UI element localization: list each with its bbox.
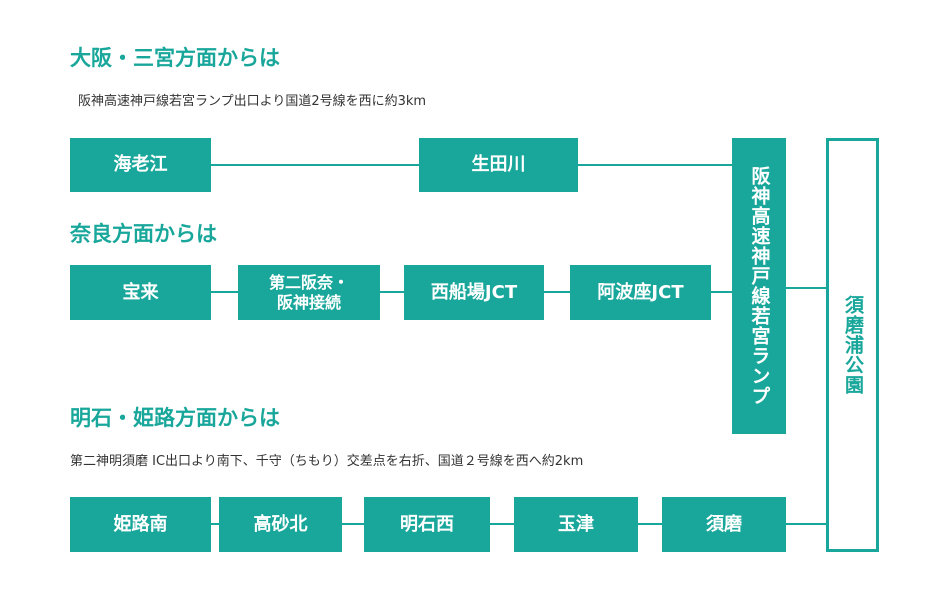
stop-takasago-kita: 高砂北 bbox=[219, 497, 342, 552]
wakamiya-ramp-label: 阪神高速神戸線若宮ランプ bbox=[748, 166, 771, 406]
connector-line bbox=[786, 523, 826, 525]
destination-box: 須磨浦公園 bbox=[826, 138, 879, 552]
connector-line bbox=[490, 523, 514, 525]
nara-heading: 奈良方面からは bbox=[70, 222, 217, 246]
stop-akashi-nishi: 明石西 bbox=[364, 497, 490, 552]
connector-line bbox=[380, 291, 404, 293]
connector-line bbox=[544, 291, 570, 293]
connector-line bbox=[211, 164, 419, 166]
connector-line bbox=[342, 523, 364, 525]
wakamiya-ramp-box: 阪神高速神戸線若宮ランプ bbox=[732, 138, 786, 434]
osaka-heading: 大阪・三宮方面からは bbox=[70, 46, 280, 70]
stop-daini-hanna: 第二阪奈・ 阪神接続 bbox=[238, 265, 380, 320]
connector-line bbox=[711, 291, 732, 293]
stop-nishisenba-jct: 西船場JCT bbox=[404, 265, 544, 320]
connector-line bbox=[211, 291, 238, 293]
connector-line bbox=[578, 164, 732, 166]
destination-label: 須磨浦公園 bbox=[842, 295, 864, 395]
stop-awaza-jct: 阿波座JCT bbox=[570, 265, 711, 320]
connector-line bbox=[211, 523, 219, 525]
stop-himeji-minami: 姫路南 bbox=[70, 497, 211, 552]
connector-line bbox=[786, 287, 826, 289]
stop-ebie: 海老江 bbox=[70, 138, 211, 192]
stop-horai: 宝来 bbox=[70, 265, 211, 320]
connector-line bbox=[638, 523, 662, 525]
akashi-note: 第二神明須磨 IC出口より南下、千守（ちもり）交差点を右折、国道２号線を西へ約2… bbox=[70, 454, 584, 469]
akashi-heading: 明石・姫路方面からは bbox=[70, 406, 280, 430]
stop-tamatsu: 玉津 bbox=[514, 497, 638, 552]
stop-ikutagawa: 生田川 bbox=[419, 138, 578, 192]
stop-suma: 須磨 bbox=[662, 497, 786, 552]
osaka-note: 阪神高速神戸線若宮ランプ出口より国道2号線を西に約3km bbox=[78, 94, 427, 109]
